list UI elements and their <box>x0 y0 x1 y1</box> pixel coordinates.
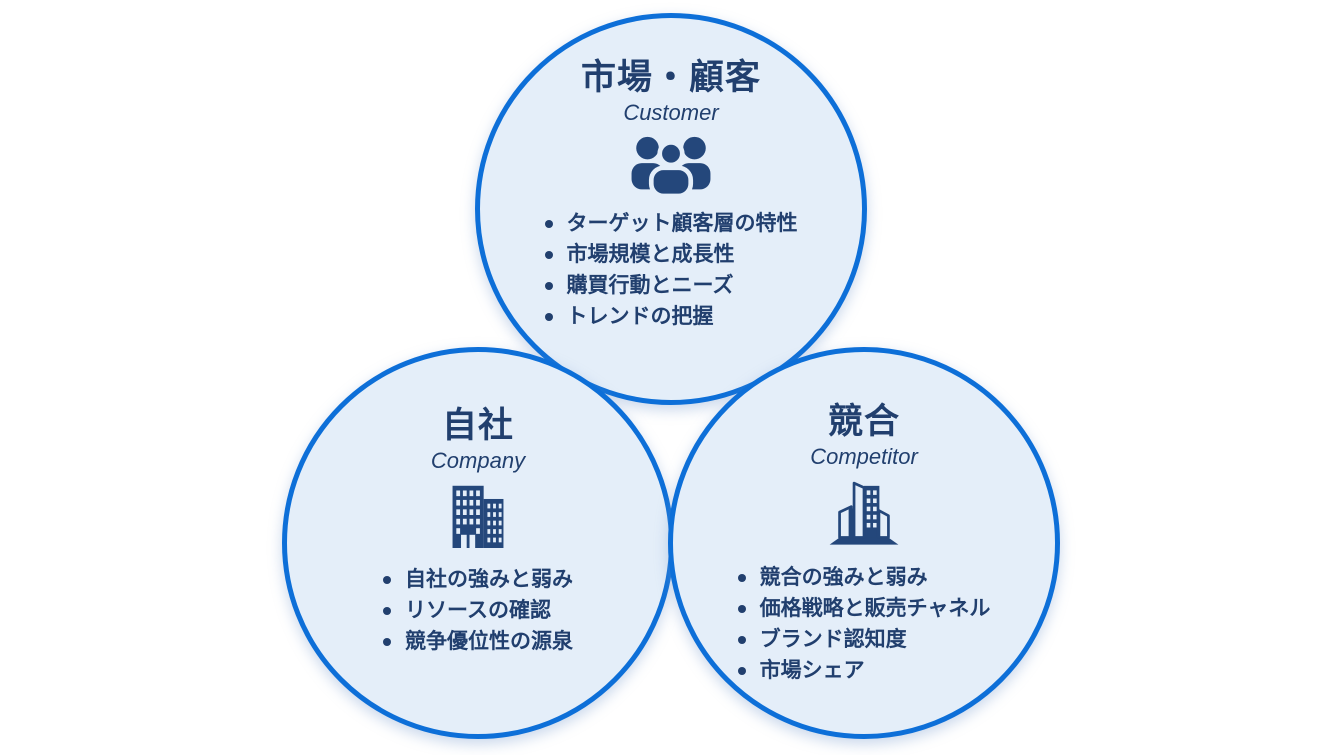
bullet-list: 自社の強みと弱み リソースの確認 競争優位性の源泉 <box>383 564 573 657</box>
users-icon <box>625 134 717 197</box>
bullet-dot <box>383 637 391 646</box>
bullet-item: 自社の強みと弱み <box>383 564 573 595</box>
bullet-item: 購買行動とニーズ <box>544 270 798 301</box>
bullet-dot <box>737 604 746 613</box>
bullet-text: 市場シェア <box>759 659 865 683</box>
building-icon <box>449 482 507 549</box>
city-icon <box>826 478 902 548</box>
bullet-text: 市場規模と成長性 <box>566 243 735 267</box>
bullet-list: ターゲット顧客層の特性 市場規模と成長性 購買行動とニーズ トレンドの把握 <box>544 208 798 332</box>
bullet-text: ターゲット顧客層の特性 <box>566 212 798 236</box>
circle-title: 自社 <box>441 406 514 445</box>
bullet-item: 競争優位性の源泉 <box>383 626 573 657</box>
bullet-item: ターゲット顧客層の特性 <box>544 208 798 239</box>
bullet-dot <box>544 312 553 321</box>
circle-subtitle: Company <box>430 448 526 474</box>
bullet-item: トレンドの把握 <box>544 301 798 332</box>
bullet-text: ブランド認知度 <box>759 628 907 652</box>
bullet-dot <box>544 219 553 228</box>
bullet-item: ブランド認知度 <box>737 624 991 655</box>
bullet-dot <box>383 575 391 584</box>
bullet-text: 価格戦略と販売チャネル <box>759 597 991 621</box>
circle-customer: 市場・顧客 Customer ターゲット顧客層の特性 市場規模と成長性 購買行 <box>475 13 867 405</box>
circle-competitor: 競合 Competitor <box>668 347 1060 739</box>
bullet-dot <box>544 281 553 290</box>
bullet-item: 競合の強みと弱み <box>737 562 991 593</box>
bullet-item: 価格戦略と販売チャネル <box>737 593 991 624</box>
circle-title: 市場・顧客 <box>580 58 761 97</box>
bullet-dot <box>544 250 553 259</box>
bullet-text: リソースの確認 <box>405 599 551 623</box>
bullet-list: 競合の強みと弱み 価格戦略と販売チャネル ブランド認知度 市場シェア <box>737 562 991 686</box>
bullet-text: 自社の強みと弱み <box>405 568 573 592</box>
bullet-dot <box>737 573 746 582</box>
circle-title: 競合 <box>827 402 900 441</box>
bullet-text: 購買行動とニーズ <box>566 274 734 298</box>
circle-company: 自社 Company <box>282 347 674 739</box>
bullet-item: リソースの確認 <box>383 595 573 626</box>
circle-subtitle: Competitor <box>810 444 918 470</box>
bullet-text: 競合の強みと弱み <box>759 566 928 590</box>
bullet-item: 市場規模と成長性 <box>544 239 798 270</box>
bullet-item: 市場シェア <box>737 655 991 686</box>
bullet-text: トレンドの把握 <box>566 305 714 329</box>
bullet-text: 競争優位性の源泉 <box>405 630 573 654</box>
bullet-dot <box>383 606 391 615</box>
bullet-dot <box>737 635 746 644</box>
circle-subtitle: Customer <box>623 100 719 126</box>
bullet-dot <box>737 666 746 675</box>
